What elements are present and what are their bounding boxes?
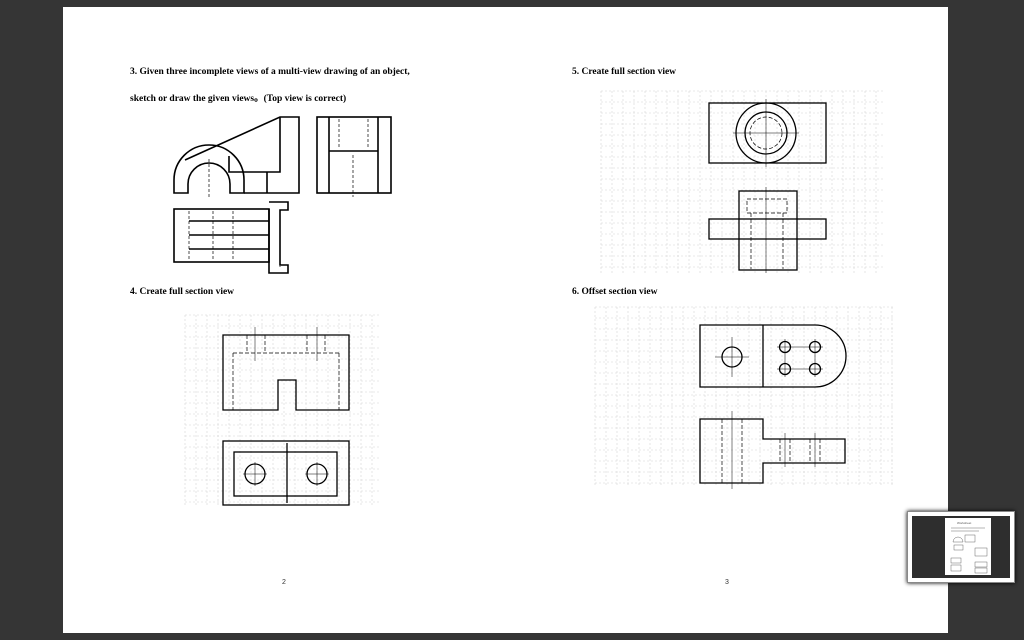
question-3-drawing [173,116,392,274]
page-number-right: 3 [725,579,729,586]
page-number-left: 2 [282,579,286,586]
thumbnail-sketch [950,527,988,574]
question-3-subtitle: sketch or draw the given views。(Top view… [130,94,347,104]
document-page-spread: 3. Given three incomplete views of a mul… [63,7,948,633]
thumbnail-title: Worksheet [957,521,972,525]
question-6-drawing [594,306,895,489]
question-6-title: 6. Offset section view [572,287,658,297]
question-4-drawing [184,314,381,506]
question-3-title: 3. Given three incomplete views of a mul… [130,67,410,77]
page-thumbnail[interactable]: Worksheet [945,518,991,575]
thumbnail-frame: Worksheet [912,516,1010,578]
question-5-drawing [600,90,883,273]
page-thumbnail-panel[interactable]: Worksheet [907,511,1015,583]
question-4-title: 4. Create full section view [130,287,235,297]
question-5-title: 5. Create full section view [572,67,677,77]
